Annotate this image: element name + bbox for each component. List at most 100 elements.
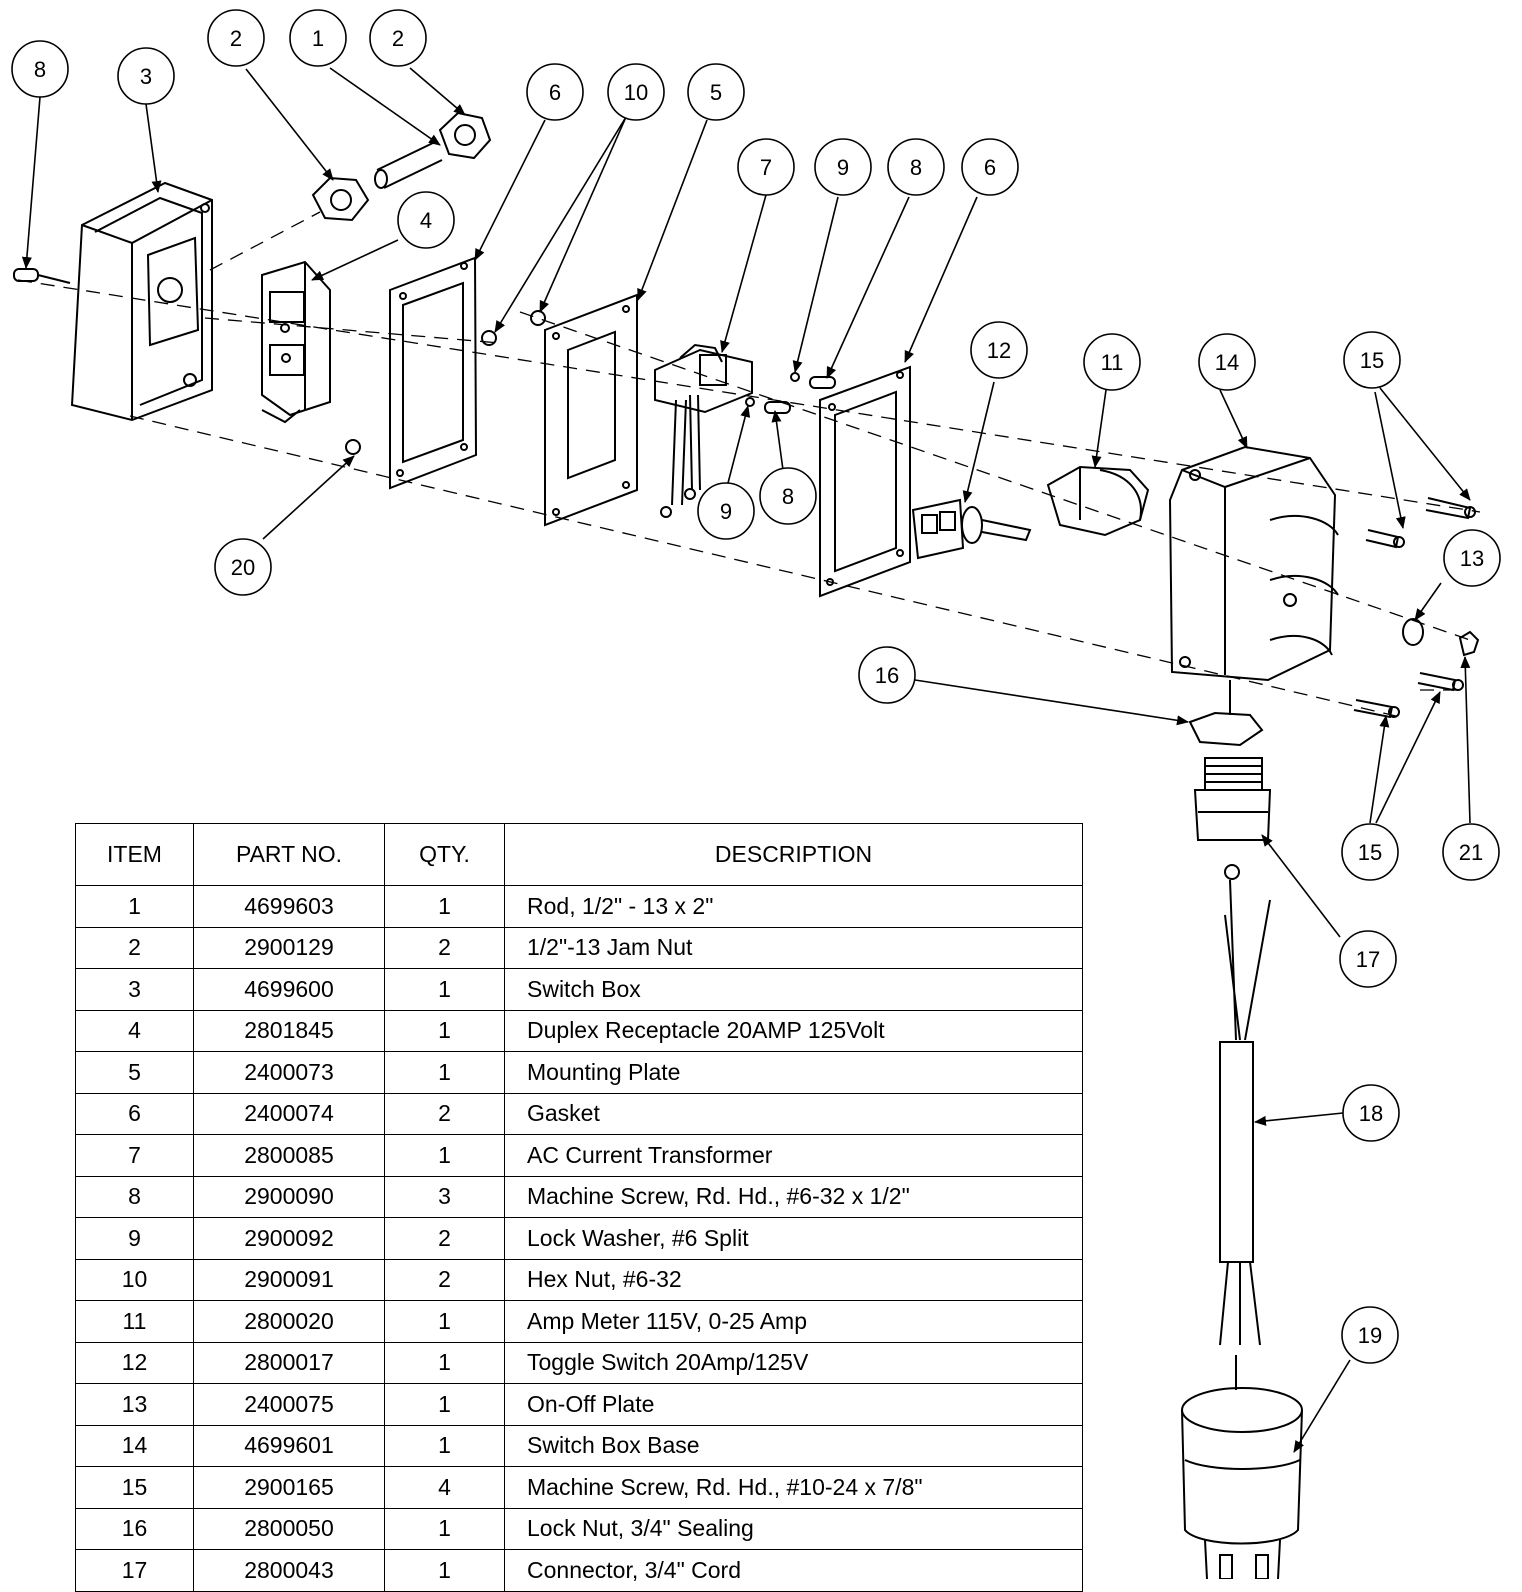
svg-text:7: 7 [760, 155, 772, 180]
callout-balloon: 6 [526, 63, 584, 121]
bom-header-qty: QTY. [384, 823, 505, 886]
svg-text:2: 2 [230, 26, 242, 51]
hex-nut-parts-10 [481, 310, 546, 346]
cord-connector-part [1188, 680, 1272, 880]
bom-item: 6 [75, 1092, 194, 1135]
bom-qty: 1 [384, 1549, 505, 1592]
bom-description: Amp Meter 115V, 0-25 Amp [504, 1300, 1083, 1343]
bom-description: AC Current Transformer [504, 1134, 1083, 1177]
bom-qty: 1 [384, 1300, 505, 1343]
svg-text:5: 5 [710, 80, 722, 105]
screw-part-left [13, 268, 71, 284]
bom-item: 9 [75, 1217, 194, 1260]
bom-item: 11 [75, 1300, 194, 1343]
bom-header-part-no: PART NO. [193, 823, 385, 886]
bom-part-no: 2400073 [193, 1051, 385, 1094]
power-cord-part [1219, 879, 1271, 1390]
svg-text:11: 11 [1101, 350, 1124, 375]
callout-balloon: 9 [814, 138, 872, 196]
bom-description: 1/2"-13 Jam Nut [504, 926, 1083, 969]
bom-qty: 1 [384, 885, 505, 928]
bom-description: Toggle Switch 20Amp/125V [504, 1341, 1083, 1384]
bom-part-no: 2900091 [193, 1258, 385, 1301]
right-hardware-parts [1353, 497, 1480, 719]
bom-item: 4 [75, 1009, 194, 1052]
hex-nut-part-20 [345, 439, 361, 455]
bom-description: Gasket [504, 1092, 1083, 1135]
svg-text:8: 8 [782, 484, 794, 509]
callout-balloon: 16 [858, 646, 916, 704]
switch-box-part [70, 181, 213, 422]
bom-qty: 4 [384, 1466, 505, 1509]
bom-qty: 1 [384, 1507, 505, 1550]
svg-text:14: 14 [1215, 350, 1239, 375]
bom-part-no: 2900090 [193, 1175, 385, 1218]
callout-balloon: 15 [1343, 331, 1401, 389]
bom-qty: 1 [384, 1134, 505, 1177]
toggle-switch-part [911, 498, 1032, 560]
svg-text:9: 9 [720, 499, 732, 524]
bom-item: 10 [75, 1258, 194, 1301]
callout-leaders [21, 67, 1471, 1453]
bom-description: Hex Nut, #6-32 [504, 1258, 1083, 1301]
current-transformer-part [654, 343, 753, 518]
receptacle-part [261, 260, 331, 424]
svg-text:3: 3 [140, 64, 152, 89]
bom-part-no: 2800020 [193, 1300, 385, 1343]
svg-text:13: 13 [1460, 546, 1484, 571]
bom-item: 17 [75, 1549, 194, 1592]
gasket-part-left [389, 256, 478, 490]
svg-text:10: 10 [624, 80, 648, 105]
plug-part [1181, 1387, 1303, 1579]
amp-meter-part [1046, 465, 1150, 537]
callout-balloon: 3 [117, 47, 175, 105]
bom-item: 2 [75, 926, 194, 969]
svg-text:8: 8 [34, 57, 46, 82]
callout-balloon: 5 [687, 63, 745, 121]
svg-text:2: 2 [392, 26, 404, 51]
bom-description: Lock Washer, #6 Split [504, 1217, 1083, 1260]
bom-part-no: 2900129 [193, 926, 385, 969]
svg-text:6: 6 [549, 80, 561, 105]
bom-qty: 2 [384, 1092, 505, 1135]
svg-text:8: 8 [910, 155, 922, 180]
callout-balloon: 4 [397, 191, 455, 249]
svg-text:16: 16 [875, 663, 899, 688]
bom-item: 12 [75, 1341, 194, 1384]
bom-qty: 2 [384, 926, 505, 969]
callout-balloon: 13 [1443, 529, 1501, 587]
bom-qty: 3 [384, 1175, 505, 1218]
bom-header-item: ITEM [75, 823, 194, 886]
callout-balloon: 8 [887, 138, 945, 196]
bom-qty: 1 [384, 1383, 505, 1426]
bom-qty: 1 [384, 968, 505, 1011]
bom-description: Mounting Plate [504, 1051, 1083, 1094]
bom-part-no: 2900092 [193, 1217, 385, 1260]
callout-balloon: 11 [1083, 333, 1141, 391]
bom-part-no: 4699603 [193, 885, 385, 928]
bom-part-no: 2801845 [193, 1009, 385, 1052]
assembly-centerlines [17, 211, 1481, 718]
bom-part-no: 2800043 [193, 1549, 385, 1592]
bom-part-no: 4699600 [193, 968, 385, 1011]
bom-part-no: 2400074 [193, 1092, 385, 1135]
switch-box-base-part [1168, 445, 1339, 682]
bom-qty: 2 [384, 1217, 505, 1260]
bom-part-no: 4699601 [193, 1424, 385, 1467]
bom-qty: 1 [384, 1424, 505, 1467]
callout-balloon: 21 [1442, 823, 1500, 881]
bom-description: Switch Box Base [504, 1424, 1083, 1467]
